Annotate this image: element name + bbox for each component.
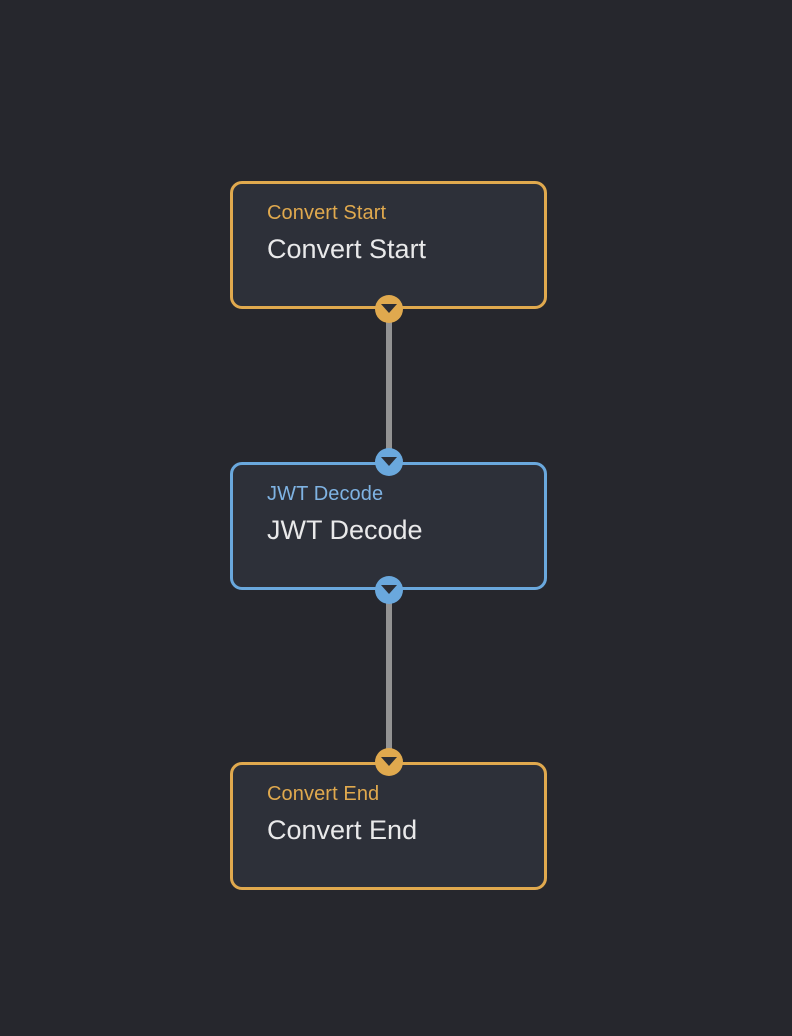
node-label: JWT Decode <box>267 483 384 505</box>
chevron-down-icon <box>380 585 397 594</box>
node-convert-start[interactable]: Convert Start Convert Start <box>230 181 547 323</box>
node-label: Convert End <box>267 783 380 805</box>
node-handle-bottom[interactable] <box>374 295 403 323</box>
node-handle-top[interactable] <box>374 448 403 476</box>
node-label: Convert Start <box>267 202 387 224</box>
chevron-down-icon <box>380 304 397 313</box>
node-handle-top[interactable] <box>374 748 403 776</box>
node-jwt-decode[interactable]: JWT Decode JWT Decode <box>230 448 547 604</box>
edge-convert-start-to-jwt-decode[interactable] <box>386 309 392 462</box>
chevron-down-icon <box>380 757 397 766</box>
node-title: Convert End <box>267 815 418 845</box>
node-title: JWT Decode <box>267 515 423 545</box>
edge-jwt-decode-to-convert-end[interactable] <box>386 588 392 762</box>
node-convert-end[interactable]: Convert End Convert End <box>230 748 547 890</box>
node-title: Convert Start <box>267 234 427 264</box>
node-handle-bottom[interactable] <box>374 576 403 604</box>
chevron-down-icon <box>380 457 397 466</box>
